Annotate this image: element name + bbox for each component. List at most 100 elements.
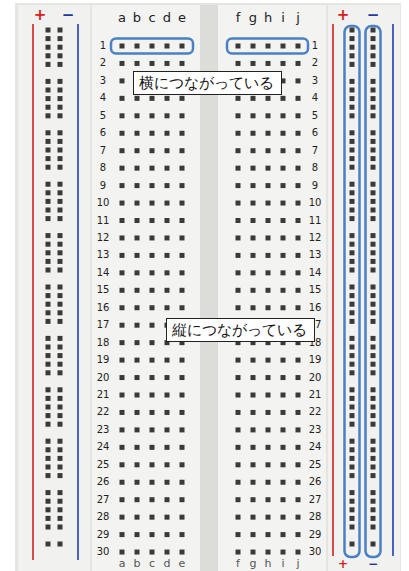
- hole: [296, 96, 301, 101]
- hole: [150, 183, 155, 188]
- hole: [180, 61, 185, 66]
- rail-polarity: −: [62, 8, 75, 23]
- row-number: 28: [309, 512, 322, 522]
- row-number: 26: [97, 477, 110, 487]
- hole: [120, 270, 125, 275]
- hole: [251, 201, 256, 206]
- rail-hole: [350, 345, 355, 350]
- hole: [251, 183, 256, 188]
- hole: [165, 61, 170, 66]
- rail-hole: [58, 88, 63, 93]
- rail-hole: [58, 362, 63, 367]
- hole: [251, 550, 256, 555]
- hole: [281, 113, 286, 118]
- hole: [296, 166, 301, 171]
- hole: [165, 532, 170, 537]
- hole: [266, 532, 271, 537]
- hole: [120, 375, 125, 380]
- rail-hole: [46, 542, 51, 547]
- rail-hole: [58, 345, 63, 350]
- column-letter: f: [236, 558, 240, 569]
- hole: [135, 148, 140, 153]
- hole: [135, 340, 140, 345]
- rail-hole: [46, 79, 51, 84]
- hole: [236, 61, 241, 66]
- hole: [281, 148, 286, 153]
- hole: [165, 288, 170, 293]
- hole: [135, 218, 140, 223]
- row-number: 23: [309, 425, 322, 435]
- hole: [281, 253, 286, 258]
- rail-hole: [371, 473, 376, 478]
- hole: [120, 183, 125, 188]
- rail-hole: [371, 319, 376, 324]
- column-letter: e: [178, 11, 186, 24]
- rail-hole: [350, 208, 355, 213]
- hole: [180, 515, 185, 520]
- rail-hole: [46, 242, 51, 247]
- hole: [120, 96, 125, 101]
- rail-hole: [371, 525, 376, 530]
- hole: [266, 148, 271, 153]
- rail-hole: [58, 490, 63, 495]
- rail-hole: [58, 302, 63, 307]
- hole: [236, 253, 241, 258]
- rail-hole: [371, 233, 376, 238]
- rail-hole: [371, 387, 376, 392]
- rail-hole: [350, 96, 355, 101]
- hole: [266, 410, 271, 415]
- rail-hole: [46, 473, 51, 478]
- rail-hole: [350, 36, 355, 41]
- rail-hole: [371, 53, 376, 58]
- minus-rail-line: [77, 24, 79, 560]
- column-letter: d: [163, 11, 171, 24]
- hole: [120, 323, 125, 328]
- hole: [120, 61, 125, 66]
- hole: [180, 410, 185, 415]
- row-number: 8: [100, 163, 106, 173]
- rail-hole: [46, 259, 51, 264]
- hole: [296, 410, 301, 415]
- rail-hole: [350, 259, 355, 264]
- rail-polarity: +: [337, 8, 350, 23]
- hole: [120, 235, 125, 240]
- hole: [281, 497, 286, 502]
- hole: [150, 148, 155, 153]
- rail-hole: [58, 465, 63, 470]
- hole: [251, 480, 256, 485]
- hole: [165, 410, 170, 415]
- hole: [251, 288, 256, 293]
- rail-hole: [58, 139, 63, 144]
- rail-hole: [350, 507, 355, 512]
- hole: [180, 201, 185, 206]
- rail-hole: [46, 310, 51, 315]
- rail-hole: [350, 525, 355, 530]
- hole: [296, 305, 301, 310]
- rail-hole: [46, 233, 51, 238]
- rail-hole: [58, 113, 63, 118]
- hole: [165, 253, 170, 258]
- row-number: 15: [97, 285, 110, 295]
- hole: [281, 183, 286, 188]
- hole: [266, 375, 271, 380]
- rail-hole: [58, 439, 63, 444]
- hole: [180, 480, 185, 485]
- rail-hole: [46, 28, 51, 33]
- rail-hole: [46, 148, 51, 153]
- row-number: 18: [97, 338, 110, 348]
- hole: [251, 393, 256, 398]
- column-letter: g: [250, 558, 257, 569]
- hole: [135, 201, 140, 206]
- hole: [120, 288, 125, 293]
- hole: [150, 550, 155, 555]
- hole: [165, 358, 170, 363]
- hole: [296, 427, 301, 432]
- hole: [165, 96, 170, 101]
- hole: [281, 462, 286, 467]
- hole: [165, 497, 170, 502]
- hole: [266, 253, 271, 258]
- rail-hole: [350, 405, 355, 410]
- hole: [180, 235, 185, 240]
- row-number: 22: [97, 407, 110, 417]
- rail-hole: [350, 516, 355, 521]
